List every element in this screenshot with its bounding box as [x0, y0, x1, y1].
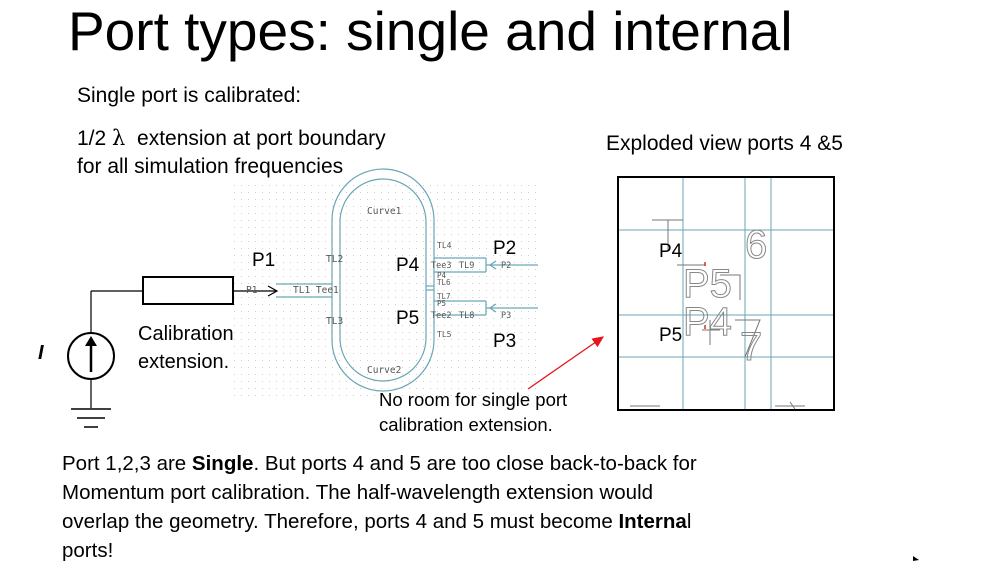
ground-symbol [71, 408, 111, 428]
tee2-label: Tee2 [431, 311, 451, 321]
extension-prefix: 1/2 [77, 127, 113, 150]
slide-title: Port types: single and internal [68, 0, 793, 62]
calibration-label-line-1: Calibration [138, 323, 234, 345]
exploded-big-p5: P5 [683, 262, 732, 306]
exploded-six: 6 [745, 223, 767, 267]
tl4-label: TL4 [437, 241, 452, 250]
tl6-label: TL6 [437, 278, 451, 287]
no-room-note-line-1: No room for single port [379, 389, 568, 410]
p1-small-label: P1 [246, 285, 258, 296]
p5-small-label: P5 [437, 299, 446, 308]
exploded-view-title: Exploded view ports 4 &5 [606, 132, 843, 155]
bottom-text-single: Single [191, 452, 254, 475]
pointer-arrow [527, 336, 605, 390]
calibration-extension-element [90, 276, 279, 333]
tl3-label: TL3 [326, 316, 343, 327]
tl7-label: TL7 [437, 292, 451, 301]
exploded-p5-label: P5 [659, 325, 682, 346]
p2-small-label: P2 [501, 261, 511, 271]
layout-labels: Curve1 Curve2 TL1 Tee1 P1 TL2 TL3 TL4 TL… [246, 206, 511, 376]
port-label-p3: P3 [493, 331, 516, 352]
exploded-big-p4: P4 [683, 300, 732, 344]
circuit-layout [276, 168, 538, 392]
exploded-seven: 7 [740, 325, 762, 369]
port-label-p4: P4 [396, 255, 420, 276]
lambda-symbol: λ [112, 126, 126, 150]
port-label-p5: P5 [396, 308, 419, 329]
bottom-text-part1: Port 1,2,3 are [62, 452, 192, 475]
curve1-label: Curve1 [367, 206, 402, 217]
curve2-label: Curve2 [367, 365, 401, 376]
port-label-p1: P1 [252, 250, 275, 271]
slide-corner-mark [913, 556, 919, 561]
port-labels: P1 P2 P3 P4 P5 [252, 238, 516, 352]
extension-line-1: 1/2 λ extension at port boundary [77, 125, 386, 152]
exploded-view-box: P5 P4 6 7 P4 P5 [617, 176, 835, 411]
bottom-paragraph: Port 1,2,3 are Single. But ports 4 and 5… [62, 449, 722, 565]
exploded-p4-label: P4 [659, 241, 683, 262]
tl1-tee1-label: TL1 Tee1 [293, 285, 339, 296]
extension-line-2: for all simulation frequencies [77, 155, 344, 178]
tl9-label: TL9 [459, 261, 474, 271]
port-label-p2: P2 [493, 238, 516, 259]
extension-suffix: extension at port boundary [125, 127, 386, 150]
tee3-label: Tee3 [431, 261, 451, 271]
tl8-label: TL8 [459, 311, 474, 321]
p4-small-label: P4 [437, 271, 447, 280]
current-source-label: I [38, 342, 44, 364]
bottom-text-part2: . But ports 4 and 5 are too close back-t… [62, 452, 697, 533]
calibration-label-line-2: extension. [138, 351, 230, 373]
layout-grid [230, 180, 540, 400]
subtitle: Single port is calibrated: [77, 84, 302, 107]
current-source-symbol [67, 332, 115, 408]
no-room-note-line-2: calibration extension. [379, 414, 553, 435]
bottom-text-part3: l ports! [62, 510, 692, 562]
tl5-label: TL5 [437, 330, 452, 339]
bottom-text-internal: Interna [618, 510, 687, 533]
p3-small-label: P3 [501, 311, 511, 321]
tl2-label: TL2 [326, 254, 343, 265]
